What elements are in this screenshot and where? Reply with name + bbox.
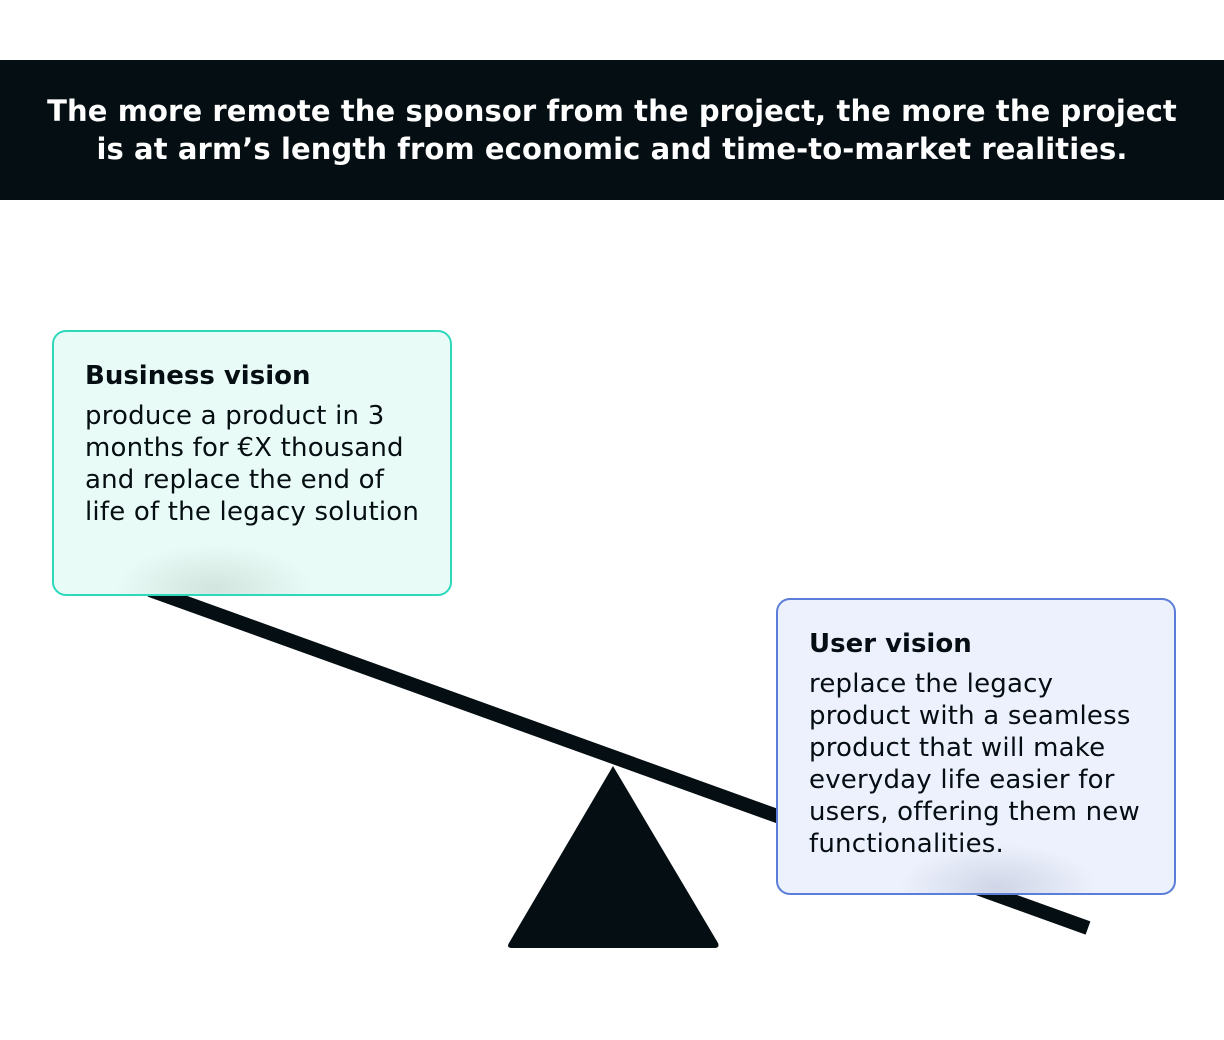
business-vision-title: Business vision [85, 361, 311, 391]
user-vision-title: User vision [809, 629, 972, 659]
user-vision-text: replace the legacy product with a seamle… [809, 669, 1140, 859]
business-vision-text: produce a product in 3 months for €X tho… [85, 401, 420, 527]
user-vision-card: User vision replace the legacy product w… [776, 598, 1176, 895]
header-banner: The more remote the sponsor from the pro… [0, 60, 1224, 200]
business-vision-card: Business vision produce a product in 3 m… [52, 330, 452, 596]
card-shadow [114, 544, 314, 594]
seesaw-fulcrum [508, 766, 719, 948]
header-title: The more remote the sponsor from the pro… [47, 94, 1177, 166]
